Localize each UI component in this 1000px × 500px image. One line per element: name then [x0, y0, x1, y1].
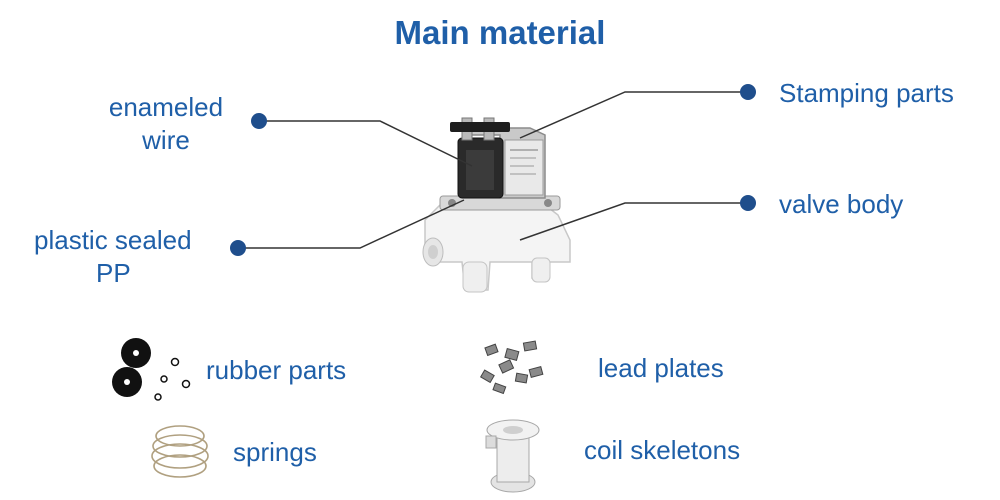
callout-plastic-sealed: plastic sealed PP: [34, 224, 192, 290]
valve-body-leader: [519, 202, 748, 241]
callout-enameled-wire: enameled wire: [100, 91, 232, 157]
callout-stamping-parts: Stamping parts: [779, 78, 954, 108]
enameled-wire-leader: [259, 120, 473, 167]
page-title: Main material: [394, 14, 606, 51]
enameled-wire-dot: [251, 113, 267, 129]
stamping-parts-dot: [740, 84, 756, 100]
callout-plastic-sealed-line1: plastic sealed: [34, 225, 192, 255]
callout-plastic-sealed-line2: PP: [96, 258, 131, 288]
valve-body-dot: [740, 195, 756, 211]
callout-valve-body: valve body: [779, 189, 904, 219]
callout-enameled-wire-line1: enameled: [108, 92, 224, 122]
coil-skeleton-icon: [485, 419, 540, 493]
plastic-sealed-leader: [238, 199, 465, 249]
lead-plates-icon: [479, 340, 544, 395]
part-label-springs: springs: [233, 437, 317, 467]
callout-enameled-wire-line2: wire: [142, 125, 190, 155]
rubber-parts-icon: [112, 338, 191, 401]
solenoid-valve-illustration: [422, 117, 571, 293]
part-label-coil-skeletons: coil skeletons: [584, 435, 741, 465]
part-label-rubber-parts: rubber parts: [206, 355, 347, 385]
plastic-sealed-dot: [230, 240, 246, 256]
springs-icon: [151, 425, 209, 478]
stamping-parts-leader: [519, 91, 748, 139]
part-label-lead-plates: lead plates: [598, 353, 724, 383]
